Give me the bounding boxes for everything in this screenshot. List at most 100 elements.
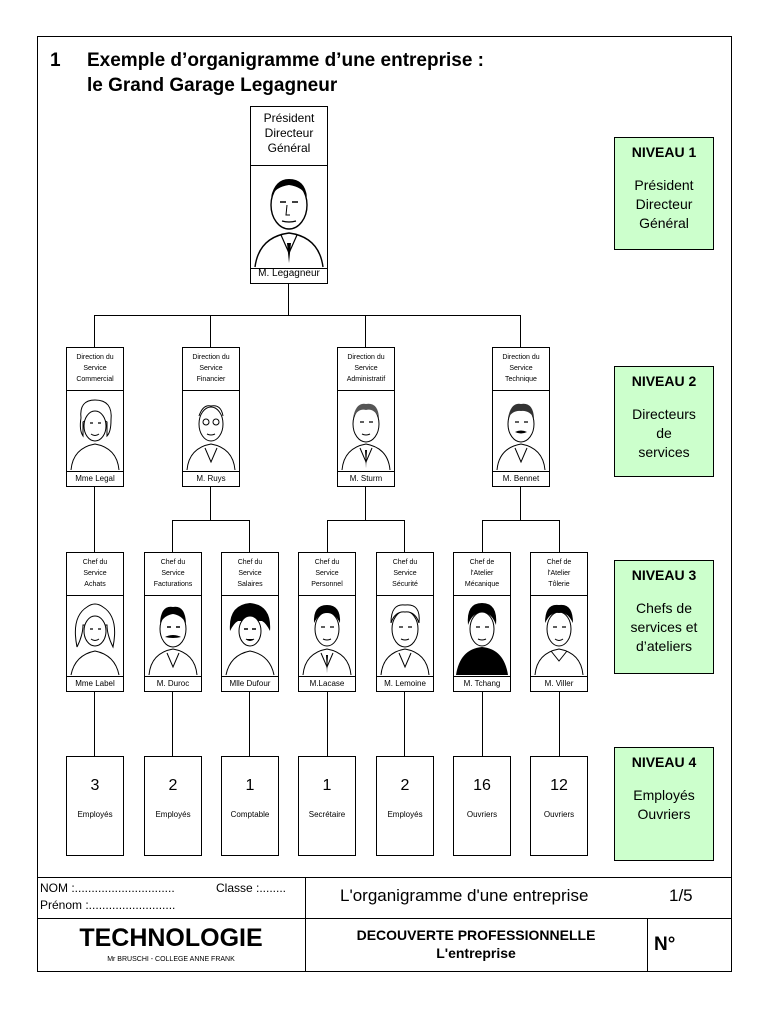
face-illustration xyxy=(456,603,508,675)
connector xyxy=(520,315,521,347)
staff-label: Employés xyxy=(387,810,423,819)
staff-count: 1 xyxy=(245,777,255,794)
role-label: Chef du Service Sécurité xyxy=(392,559,418,588)
connector xyxy=(520,487,521,520)
chief-card: Chef du Service Facturations M. Duroc xyxy=(144,552,202,692)
nom-field[interactable]: NOM :.............................. xyxy=(40,881,175,895)
director-card: Direction du Service Commercial Mme Lega… xyxy=(66,347,124,487)
person-name: Mlle Dufour xyxy=(229,679,271,688)
person-name: M. Lemoine xyxy=(384,679,426,688)
staff-count: 2 xyxy=(168,777,178,794)
person-name: M. Legagneur xyxy=(258,268,320,279)
portrait-image xyxy=(454,595,510,677)
connector xyxy=(249,520,250,552)
connector xyxy=(327,692,328,756)
level-box-1: NIVEAU 1 Président Directeur Général xyxy=(614,137,714,250)
role-label: Direction du Service Financier xyxy=(192,354,230,383)
portrait-image xyxy=(67,390,123,472)
chief-card: Chef du Service Achats Mme Label xyxy=(66,552,124,692)
staff-box: 2 Employés xyxy=(376,756,434,856)
chief-card: Chef du Service Sécurité M. Lemoine xyxy=(376,552,434,692)
president-card: Président Directeur Général M. Legagneur xyxy=(250,106,328,284)
connector xyxy=(327,520,328,552)
level-box-3: NIVEAU 3 Chefs de services et d’ateliers xyxy=(614,560,714,674)
portrait-image xyxy=(67,595,123,677)
staff-label: Employés xyxy=(155,810,191,819)
connector xyxy=(172,692,173,756)
director-card: Direction du Service Technique M. Bennet xyxy=(492,347,550,487)
staff-label: Ouvriers xyxy=(543,810,575,819)
connector xyxy=(172,520,250,521)
chief-card: Chef du Service Personnel M.Lacase xyxy=(298,552,356,692)
level-description: Président Directeur Général xyxy=(634,177,694,231)
subject-title: TECHNOLOGIE xyxy=(79,924,263,952)
director-card: Direction du Service Administratif M. St… xyxy=(337,347,395,487)
document-title: L'organigramme d'une entreprise xyxy=(340,886,589,905)
person-name: M. Tchang xyxy=(463,679,501,688)
level-description: Directeurs de services xyxy=(632,406,696,460)
portrait-image xyxy=(145,595,201,677)
role-label: Chef du Service Achats xyxy=(82,559,108,588)
staff-count: 12 xyxy=(550,777,568,794)
staff-count: 16 xyxy=(473,777,491,794)
role-label: Direction du Service Administratif xyxy=(346,354,386,383)
staff-count: 1 xyxy=(322,777,332,794)
level-description: Chefs de services et d’ateliers xyxy=(630,600,698,654)
portrait-image xyxy=(299,595,355,677)
divider xyxy=(37,877,732,878)
role-label: Direction du Service Technique xyxy=(502,354,540,383)
face-illustration xyxy=(186,405,236,471)
section-number: 1 xyxy=(50,50,61,71)
staff-count: 3 xyxy=(90,777,100,794)
portrait-image xyxy=(251,165,327,269)
face-illustration xyxy=(380,604,430,676)
connector xyxy=(327,520,405,521)
director-card: Direction du Service Financier M. Ruys xyxy=(182,347,240,487)
person-name: Mme Label xyxy=(75,679,115,688)
connector xyxy=(94,315,95,347)
connector xyxy=(482,520,560,521)
role-label: Chef du Service Salaires xyxy=(237,559,263,588)
face-illustration xyxy=(341,403,391,471)
classe-field[interactable]: Classe :........ xyxy=(216,881,287,895)
role-label: Chef de l'Atelier Tôlerie xyxy=(546,559,572,588)
role-label: Chef du Service Personnel xyxy=(311,559,343,588)
connector xyxy=(365,487,366,520)
face-illustration xyxy=(148,606,198,676)
face-illustration xyxy=(70,603,120,676)
prenom-field[interactable]: Prénom :.......................... xyxy=(40,898,176,912)
divider xyxy=(305,877,306,972)
staff-label: Secrétaire xyxy=(308,810,346,819)
staff-box: 1 Secrétaire xyxy=(298,756,356,856)
connector xyxy=(249,692,250,756)
level-title: NIVEAU 3 xyxy=(631,567,697,583)
portrait-image xyxy=(377,595,433,677)
role-label: Chef de l'Atelier Mécanique xyxy=(464,559,500,588)
connector xyxy=(404,520,405,552)
connector xyxy=(482,520,483,552)
connector xyxy=(288,284,289,315)
connector xyxy=(559,520,560,552)
portrait-image xyxy=(338,390,394,472)
face-illustration xyxy=(254,179,324,268)
face-illustration xyxy=(70,399,120,471)
level-title: NIVEAU 1 xyxy=(631,144,697,160)
person-name: M. Duroc xyxy=(156,679,190,688)
portrait-image xyxy=(493,390,549,472)
role-label: Chef du Service Facturations xyxy=(153,559,193,588)
divider xyxy=(647,918,648,972)
connector xyxy=(210,487,211,520)
connector xyxy=(210,315,211,347)
connector xyxy=(94,487,95,552)
portrait-image xyxy=(183,390,239,472)
staff-box: 1 Comptable xyxy=(221,756,279,856)
connector xyxy=(559,692,560,756)
connector xyxy=(94,692,95,756)
person-name: M. Bennet xyxy=(502,474,540,483)
divider xyxy=(37,918,732,919)
level-box-4: NIVEAU 4 Employés Ouvriers xyxy=(614,747,714,861)
person-name: Mme Legal xyxy=(75,474,115,483)
section-title: DECOUVERTE PROFESSIONNELLE xyxy=(356,927,596,943)
level-title: NIVEAU 4 xyxy=(631,754,697,770)
number-label: N° xyxy=(654,934,676,955)
